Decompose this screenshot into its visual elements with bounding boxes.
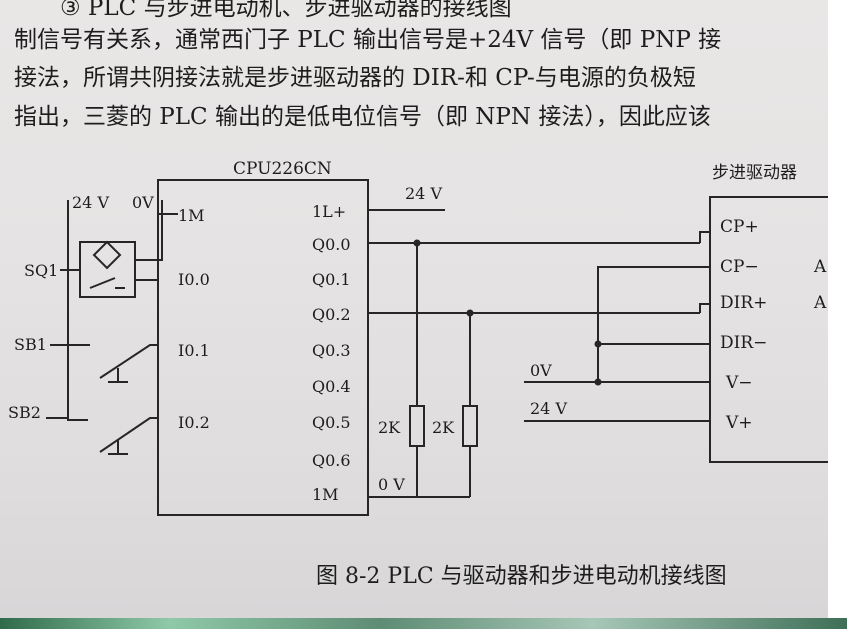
driver-cut-label-a2: A (813, 293, 827, 313)
resistor-1-label: 2K (378, 418, 401, 437)
driver-cpplus-label: CP+ (720, 217, 759, 237)
dirminus-junction (594, 340, 602, 348)
driver-dirplus-label: DIR+ (720, 293, 767, 313)
top-24v-label: 24 V (405, 184, 442, 203)
output-q00-label: Q0.0 (312, 235, 351, 254)
wiring-diagram: CPU226CN 步进驱动器 1M I0.0 I0.1 I0.2 1L+ Q0.… (8, 159, 828, 589)
driver-0v-label: 0V (530, 361, 552, 380)
sq1-sensor-contact (89, 277, 125, 289)
driver-cut-label-a1: A (813, 257, 827, 277)
output-q03-label: Q0.3 (312, 341, 351, 360)
sb2-label: SB2 (8, 403, 41, 422)
output-q04-label: Q0.4 (312, 377, 351, 396)
sb1-switch (50, 344, 158, 379)
driver-block (709, 196, 828, 463)
driver-24v-label: 24 V (530, 399, 567, 418)
sb1-actuator (108, 368, 128, 383)
input-i00-label: I0.0 (178, 270, 210, 289)
cpplus-terminal-wire (699, 231, 710, 243)
output-q05-label: Q0.5 (312, 413, 351, 432)
sb2-actuator (108, 440, 128, 455)
input-i01-label: I0.1 (178, 341, 210, 360)
dirplus-terminal-wire (699, 303, 710, 313)
bottom-color-strip (0, 618, 847, 629)
plc-title: CPU226CN (233, 159, 332, 179)
left-0v-label: 0V (132, 193, 154, 212)
input-i02-label: I0.2 (178, 413, 210, 432)
input-1m-label: 1M (178, 206, 205, 225)
bottom-0v-label: 0 V (378, 475, 405, 494)
output-q02-label: Q0.2 (312, 305, 351, 324)
driver-vplus-label: V+ (725, 413, 753, 433)
output-1lplus-label: 1L+ (312, 202, 346, 221)
cpminus-common-wire (597, 266, 710, 382)
body-text-line-3: 接法，所谓共阴接法就是步进驱动器的 DIR-和 CP-与电源的负极短 (14, 65, 696, 91)
driver-cpminus-label: CP− (720, 257, 759, 277)
output-1m-label: 1M (312, 485, 339, 504)
output-q01-label: Q0.1 (312, 270, 351, 289)
body-text-line-1: ③ PLC 与步进电动机、步进驱动器的接线图 (60, 0, 512, 21)
resistor-2-label: 2K (432, 418, 455, 437)
driver-vminus-label: V− (725, 373, 753, 393)
driver-title: 步进驱动器 (712, 163, 797, 183)
output-q06-label: Q0.6 (312, 451, 351, 470)
sb1-label: SB1 (14, 335, 47, 354)
plc-block (157, 179, 369, 516)
resistor-2 (462, 405, 478, 447)
sq1-label: SQ1 (24, 261, 58, 280)
sq1-sensor-diamond (92, 240, 122, 270)
figure-caption: 图 8-2 PLC 与驱动器和步进电动机接线图 (316, 564, 727, 589)
resistor-1 (409, 405, 425, 447)
left-0v-rail (136, 200, 163, 261)
sq1-sensor-body (79, 241, 136, 298)
body-text-line-2: 制信号有关系，通常西门子 PLC 输出信号是+24V 信号（即 PNP 接 (14, 27, 722, 53)
right-margin (828, 0, 847, 618)
book-page-photo: ③ PLC 与步进电动机、步进驱动器的接线图 制信号有关系，通常西门子 PLC … (0, 0, 828, 618)
body-text-line-4: 指出，三菱的 PLC 输出的是低电位信号（即 NPN 接法），因此应该 (14, 104, 711, 130)
sb2-switch (46, 417, 158, 453)
left-24v-label: 24 V (72, 193, 109, 212)
driver-dirminus-label: DIR− (720, 333, 767, 353)
